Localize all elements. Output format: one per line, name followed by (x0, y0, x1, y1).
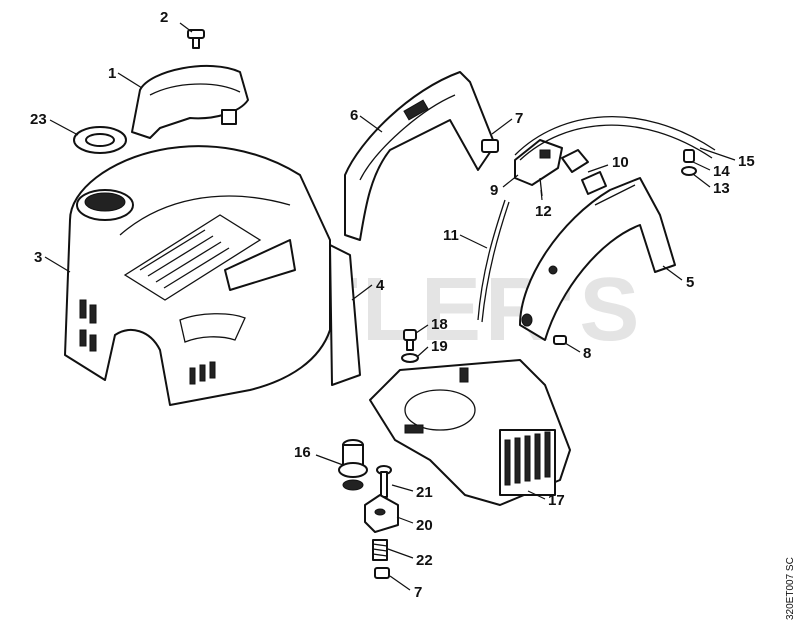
callout-22: 22 (416, 552, 433, 569)
part-5-handle (519, 177, 676, 341)
drawing-code: 320ET007 SC (785, 557, 796, 620)
part-22-spring (372, 539, 388, 561)
part-20-mount (364, 494, 399, 533)
callout-labels: 2 1 23 3 4 6 7 9 12 10 11 15 14 13 5 8 1… (30, 9, 755, 601)
callout-2: 2 (160, 9, 168, 26)
callout-12: 12 (535, 203, 552, 220)
callout-1: 1 (108, 65, 116, 82)
callout-23: 23 (30, 111, 47, 128)
callout-7-upper: 7 (515, 110, 523, 127)
callout-17: 17 (548, 492, 565, 509)
callout-3: 3 (34, 249, 42, 266)
part-19-washer (401, 353, 419, 363)
part-1-cover-plate (131, 64, 249, 139)
part-7-nut-upper (481, 139, 499, 153)
callout-4: 4 (376, 277, 385, 294)
part-11-rod (477, 199, 510, 323)
callout-18: 18 (431, 316, 448, 333)
part-6-handle-half (344, 71, 496, 241)
leader-lines (44, 22, 736, 591)
callout-5: 5 (686, 274, 694, 291)
part-15-cable (514, 116, 716, 161)
part-14-screw (683, 149, 695, 163)
part-18-screw (403, 329, 417, 351)
callout-7-lower: 7 (414, 584, 422, 601)
part-23-gasket-ring (73, 126, 127, 154)
callout-20: 20 (416, 517, 433, 534)
part-2-screw (187, 29, 205, 49)
callout-10: 10 (612, 154, 629, 171)
part-21-screw (376, 465, 392, 498)
part-13-washer (681, 166, 697, 176)
part-8-screw (553, 335, 567, 345)
part-17-base-carrier (369, 359, 571, 506)
part-9-switch (514, 139, 563, 186)
part-4-plate (329, 244, 361, 386)
part-16-bushing (338, 439, 368, 491)
part-7-nut-lower (374, 567, 390, 579)
part-10-block (561, 149, 607, 195)
callout-6: 6 (350, 107, 358, 124)
callout-21: 21 (416, 484, 433, 501)
callout-19: 19 (431, 338, 448, 355)
callout-15: 15 (738, 153, 755, 170)
part-3-shroud (64, 145, 331, 406)
callout-8: 8 (583, 345, 591, 362)
callout-9: 9 (490, 182, 498, 199)
callout-11: 11 (443, 227, 459, 244)
callout-13: 13 (713, 180, 730, 197)
callout-16: 16 (294, 444, 311, 461)
callout-14: 14 (713, 163, 730, 180)
